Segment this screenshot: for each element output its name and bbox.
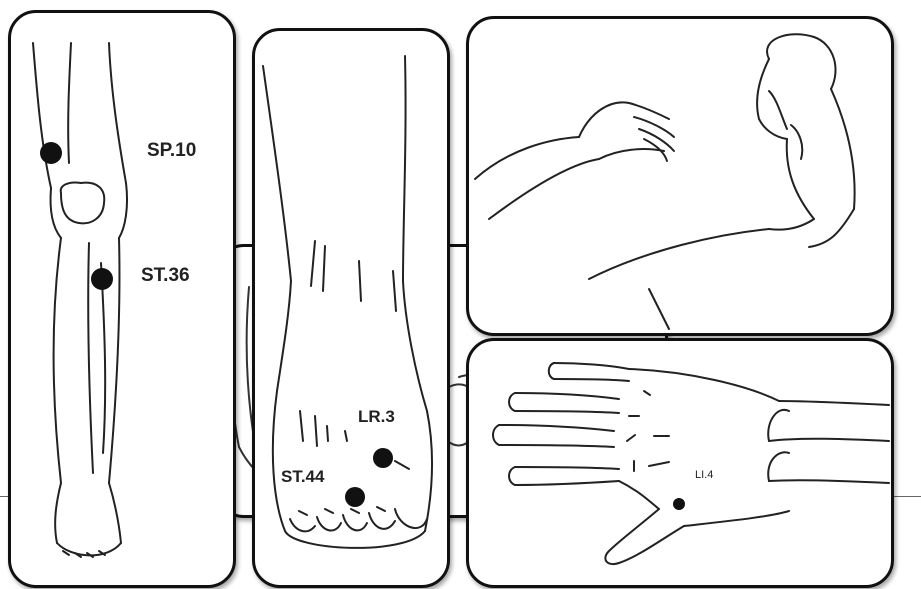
front-leg-drawing (11, 13, 233, 585)
point-marker-st36 (91, 268, 113, 290)
label-sp10: SP.10 (147, 140, 196, 162)
label-st36: ST.36 (141, 265, 190, 287)
point-marker-st44 (345, 487, 365, 507)
panel-shoulder-arm (466, 16, 894, 336)
label-st44: ST.44 (281, 467, 324, 487)
point-marker-lr3 (373, 448, 393, 468)
shoulder-arm-drawing (469, 19, 891, 333)
hand-drawing (469, 341, 891, 585)
foot-drawing (255, 31, 447, 585)
label-li4: LI.4 (695, 469, 713, 481)
panel-hand: LI.4 (466, 338, 894, 588)
label-lr3: LR.3 (358, 407, 395, 427)
point-marker-sp10 (40, 142, 62, 164)
panel-foot: LR.3 ST.44 (252, 28, 450, 588)
point-marker-li4 (673, 498, 685, 510)
panel-front-leg: SP.10 ST.36 (8, 10, 236, 588)
